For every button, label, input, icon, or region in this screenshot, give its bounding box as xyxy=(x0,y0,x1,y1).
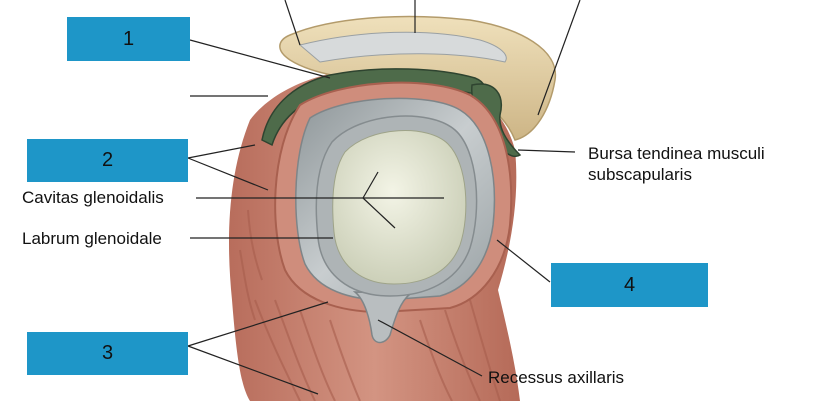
label-bursa-tendinea-line2: subscapularis xyxy=(588,165,692,184)
label-bursa-tendinea-line1: Bursa tendinea musculi xyxy=(588,144,765,163)
quiz-box-4-label: 4 xyxy=(623,273,636,296)
quiz-box-1-label: 1 xyxy=(122,27,135,50)
recessus-axillaris-shape xyxy=(352,291,413,344)
muscle-fibers xyxy=(239,209,501,402)
coracoacromial-ligament xyxy=(298,31,507,63)
label-cavitas-glenoidalis: Cavitas glenoidalis xyxy=(22,188,164,207)
quiz-box-2[interactable]: 2 xyxy=(27,139,188,182)
quiz-box-3-label: 3 xyxy=(101,342,114,364)
label-labrum-glenoidale: Labrum glenoidale xyxy=(22,229,162,248)
quiz-box-1[interactable]: 1 xyxy=(67,17,190,61)
quiz-box-2-label: 2 xyxy=(101,149,114,171)
quiz-box-3[interactable]: 3 xyxy=(27,332,188,375)
leader-lines xyxy=(187,0,581,395)
glenoid-cartilage xyxy=(332,130,467,285)
quiz-box-4[interactable]: 4 xyxy=(551,263,708,307)
label-recessus-axillaris: Recessus axillaris xyxy=(488,368,625,387)
